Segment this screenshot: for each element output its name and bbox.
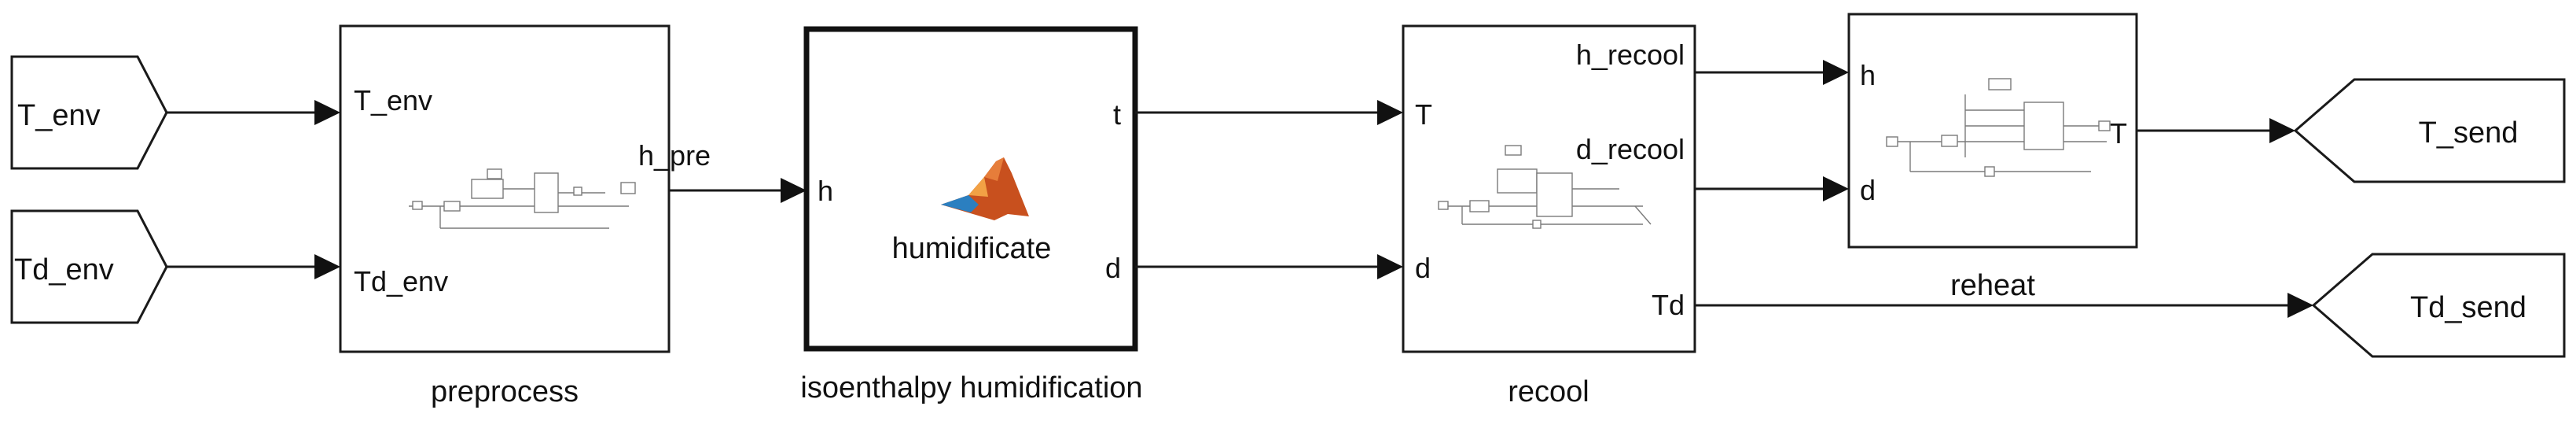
block-recool[interactable]: T d h_recool d_recool Td bbox=[1402, 24, 1696, 353]
signal-h-recool-to-reheat[interactable] bbox=[1695, 60, 1849, 85]
output-tag-t-send[interactable]: T_send bbox=[2293, 78, 2566, 183]
reheat-in-port-h: h bbox=[1860, 59, 1876, 91]
block-reheat-name: reheat bbox=[1950, 269, 2035, 302]
recool-out-port-h-recool: h_recool bbox=[1576, 39, 1685, 71]
matlab-logo-icon bbox=[941, 157, 1029, 220]
reheat-in-port-d: d bbox=[1860, 174, 1876, 206]
signal-h-pre[interactable] bbox=[669, 178, 807, 203]
humidification-out-port-d: d bbox=[1105, 252, 1121, 284]
humidification-inner-label: humidificate bbox=[892, 232, 1052, 265]
recool-in-port-d: d bbox=[1415, 252, 1431, 284]
signal-td-to-td-send[interactable] bbox=[1695, 293, 2313, 318]
humidification-out-port-t: t bbox=[1113, 98, 1121, 131]
humidification-in-port-h: h bbox=[818, 175, 833, 207]
input-tag-td-env-label: Td_env bbox=[14, 253, 114, 286]
signal-t-env-to-preprocess[interactable] bbox=[167, 100, 340, 125]
recool-in-port-t: T bbox=[1415, 98, 1432, 131]
preprocess-preview-thumbnail bbox=[409, 168, 636, 229]
block-preprocess[interactable]: T_env Td_env bbox=[339, 24, 671, 353]
signal-d-to-recool[interactable] bbox=[1135, 254, 1403, 279]
signal-d-recool-to-reheat[interactable] bbox=[1695, 176, 1849, 201]
output-tag-td-send-label: Td_send bbox=[2410, 291, 2526, 324]
preprocess-in-port-t-env: T_env bbox=[354, 84, 432, 116]
input-tag-t-env-label: T_env bbox=[17, 99, 101, 132]
block-recool-name: recool bbox=[1508, 375, 1589, 408]
reheat-preview-thumbnail bbox=[1886, 78, 2111, 177]
signal-t-to-recool[interactable] bbox=[1135, 100, 1403, 125]
input-tag-td-env[interactable]: Td_env bbox=[10, 209, 168, 324]
block-preprocess-name: preprocess bbox=[431, 375, 579, 408]
signal-t-to-t-send[interactable] bbox=[2137, 118, 2295, 143]
block-humidification-name: isoenthalpy humidification bbox=[800, 371, 1142, 404]
recool-preview-thumbnail bbox=[1438, 145, 1652, 229]
output-tag-td-send[interactable]: Td_send bbox=[2311, 253, 2566, 358]
recool-out-port-d-recool: d_recool bbox=[1576, 133, 1685, 165]
preprocess-in-port-td-env: Td_env bbox=[354, 265, 448, 297]
block-isoenthalpy-humidification[interactable]: h t d humidificate bbox=[803, 26, 1138, 352]
preprocess-out-port-h-pre: h_pre bbox=[638, 139, 711, 172]
reheat-out-port-t: T bbox=[2110, 117, 2127, 150]
block-reheat[interactable]: h d T bbox=[1847, 13, 2138, 249]
output-tag-t-send-label: T_send bbox=[2419, 116, 2519, 150]
recool-out-port-td: Td bbox=[1652, 289, 1685, 321]
signal-td-env-to-preprocess[interactable] bbox=[167, 254, 340, 279]
input-tag-t-env[interactable]: T_env bbox=[10, 55, 168, 170]
